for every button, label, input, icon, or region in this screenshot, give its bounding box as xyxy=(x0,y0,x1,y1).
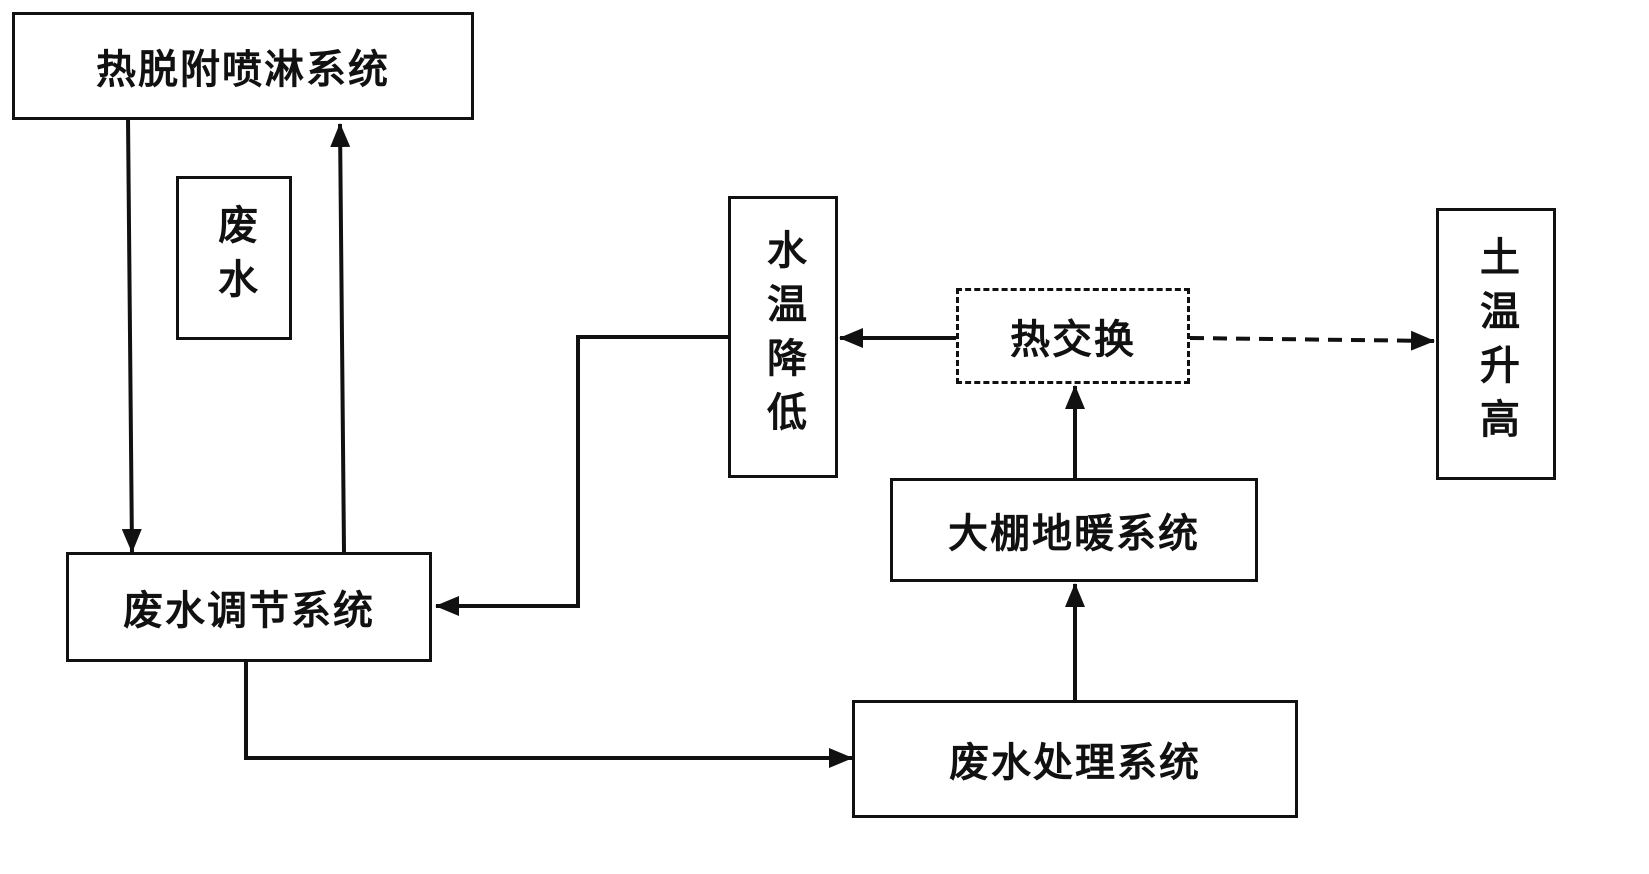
node-thermal-desorption-spray-system-label: 热脱附喷淋系统 xyxy=(96,47,390,93)
node-thermal-desorption-spray-system: 热脱附喷淋系统 xyxy=(12,12,474,120)
node-wastewater-treatment-system-label: 废水处理系统 xyxy=(949,740,1201,786)
node-heat-exchange-label: 热交换 xyxy=(1010,317,1136,363)
edge-regulation-to-treatment xyxy=(244,662,853,768)
node-greenhouse-floor-heating-system-label: 大棚地暖系统 xyxy=(948,511,1200,557)
edge-heatexchange-to-soil xyxy=(1189,330,1435,351)
node-water-temp-drop-text: 水温降低 xyxy=(760,229,806,445)
node-soil-temp-rise-text: 土温升高 xyxy=(1473,236,1519,452)
node-greenhouse-floor-heating-system: 大棚地暖系统 xyxy=(890,478,1258,582)
edge-tempdrop-to-regulation xyxy=(435,335,728,616)
node-wastewater-regulation-system: 废水调节系统 xyxy=(66,552,432,662)
node-wastewater-label-text: 废水 xyxy=(211,204,257,312)
node-wastewater-label: 废水 xyxy=(176,176,292,340)
node-heat-exchange: 热交换 xyxy=(956,288,1190,384)
node-wastewater-regulation-system-label: 废水调节系统 xyxy=(123,588,375,634)
edge-spray-to-regulation xyxy=(121,117,142,553)
node-soil-temp-rise: 土温升高 xyxy=(1436,208,1556,480)
node-wastewater-treatment-system: 废水处理系统 xyxy=(852,700,1298,818)
node-water-temp-drop: 水温降低 xyxy=(728,196,838,478)
edge-regulation-to-spray xyxy=(330,123,351,553)
